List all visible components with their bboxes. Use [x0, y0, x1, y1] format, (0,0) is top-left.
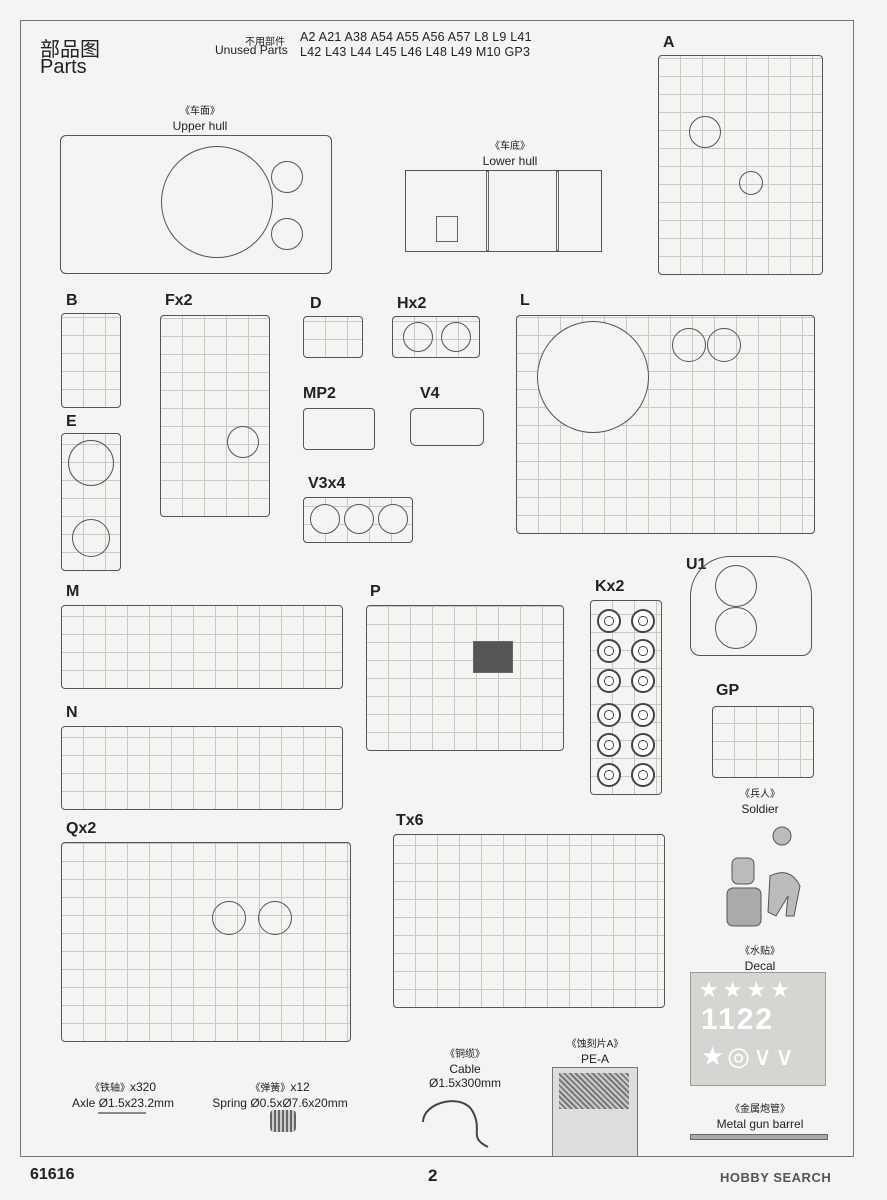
sprue-d: [303, 316, 363, 358]
sprue-label-mp: MP2: [303, 385, 336, 402]
decal-numbers: 1122: [701, 1003, 775, 1036]
sprue-v4: [410, 408, 484, 446]
page-frame: [20, 20, 854, 1157]
unused-parts-line2: L42 L43 L44 L45 L46 L48 L49 M10 GP3: [300, 45, 531, 59]
sprue-gp: [712, 706, 814, 778]
barrel-caption: 《金属炮管》Metal gun barrel: [716, 1104, 804, 1131]
unused-parts-line1: A2 A21 A38 A54 A55 A56 A57 L8 L9 L41: [300, 30, 532, 44]
sprue-label-k: Kx2: [595, 578, 625, 595]
sprue-v3: [303, 497, 413, 543]
unused-label-cn: 不用部件: [245, 37, 285, 48]
sprue-mp: [303, 408, 375, 450]
gun-barrel-part: [690, 1134, 828, 1140]
page-number: 2: [428, 1166, 438, 1185]
watermark-brand: HOBBY SEARCH: [720, 1170, 832, 1185]
lower-hull-caption: 《车底》Lower hull: [482, 141, 538, 168]
pe-mesh: [559, 1073, 629, 1109]
soldier-caption: 《兵人》Soldier: [740, 789, 780, 816]
spring-caption: 《弹簧》x12 Spring Ø0.5xØ7.6x20mm: [212, 1080, 348, 1110]
sprue-label-q: Qx2: [66, 820, 97, 837]
sprue-label-m: M: [66, 583, 80, 600]
axle-caption: 《铁轴》x320 Axle Ø1.5x23.2mm: [71, 1080, 175, 1110]
sprue-label-b: B: [66, 292, 78, 309]
turret-part-u1: [690, 556, 812, 656]
sprue-h: [392, 316, 480, 358]
soldier-figure: [726, 826, 801, 927]
star-decals: ★★★★: [699, 977, 794, 1002]
lower-hull-part: [405, 170, 602, 252]
sprue-label-a: A: [663, 34, 675, 51]
sprue-label-n: N: [66, 704, 78, 721]
sprue-b: [61, 313, 121, 408]
sprue-q: [61, 842, 351, 1042]
sprue-label-v4: V4: [420, 385, 440, 402]
sprue-t: [393, 834, 665, 1008]
model-number: 61616: [30, 1166, 75, 1183]
spring-part: [270, 1110, 296, 1132]
sprue-label-f: Fx2: [165, 292, 193, 309]
sprue-label-e: E: [66, 413, 77, 430]
upper-hull-caption: 《车面》Upper hull: [172, 106, 228, 133]
sprue-label-l: L: [520, 292, 530, 309]
cable-part: [422, 1100, 489, 1148]
decal-markings: ★◎∨∨: [701, 1041, 798, 1071]
sprue-label-t: Tx6: [396, 812, 424, 829]
pe-fret: [552, 1067, 638, 1157]
sprue-label-gp: GP: [716, 682, 740, 699]
sprue-e: [61, 433, 121, 571]
page-title-cn: 部品图: [40, 39, 100, 61]
sprue-label-h: Hx2: [397, 295, 427, 312]
sprue-a: [658, 55, 823, 275]
axle-part: [98, 1112, 146, 1114]
sprue-label-d: D: [310, 295, 322, 312]
sprue-label-v3: V3x4: [308, 475, 346, 492]
sprue-k: [590, 600, 662, 795]
pe-caption: 《蚀刻片A》PE-A: [566, 1039, 624, 1066]
unused-label: Unused Parts: [215, 43, 288, 57]
sprue-l: [516, 315, 815, 534]
decal-caption: 《水贴》Decal: [740, 946, 780, 973]
sprue-f: [160, 315, 270, 517]
sprue-p: [366, 605, 564, 751]
sprue-label-p: P: [370, 583, 381, 600]
decal-sheet: ★★★★ 1122 ★◎∨∨: [690, 972, 826, 1086]
upper-hull-part: [60, 135, 332, 274]
page-title: Parts: [40, 56, 87, 78]
sprue-m: [61, 605, 343, 689]
sprue-n: [61, 726, 343, 810]
